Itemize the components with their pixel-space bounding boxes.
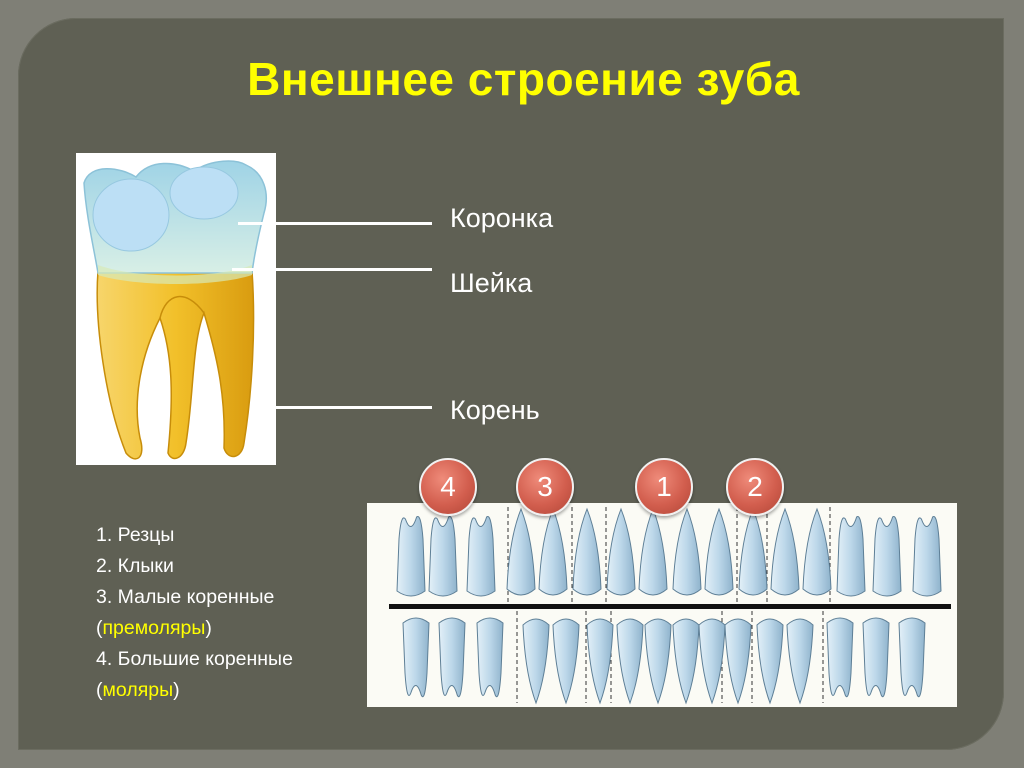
label-root: Корень	[450, 395, 540, 425]
upper-tooth-2	[428, 515, 458, 597]
lower-tooth-2	[438, 617, 466, 698]
badge-molars: 4	[419, 458, 477, 516]
slide-title: Внешнее строение зуба	[247, 53, 800, 105]
lower-tooth-13	[786, 618, 814, 705]
list-item-incisors: 1. Резцы	[96, 524, 175, 546]
badge-premolars: 3	[516, 458, 574, 516]
pointer-root	[258, 406, 432, 409]
teeth-rows-drawing	[389, 507, 951, 705]
pointer-neck	[232, 268, 432, 271]
lower-tooth-4	[522, 618, 550, 705]
upper-tooth-4	[506, 507, 536, 596]
lower-tooth-10	[698, 618, 726, 705]
lower-tooth-16	[898, 617, 926, 698]
lower-tooth-9	[672, 618, 700, 705]
lower-tooth-15	[862, 617, 890, 698]
upper-tooth-16	[912, 515, 942, 597]
upper-tooth-13	[802, 507, 832, 596]
badge-canines: 2	[726, 458, 784, 516]
label-crown: Коронка	[450, 203, 554, 233]
upper-tooth-15	[872, 515, 902, 597]
upper-tooth-8	[638, 507, 668, 596]
lower-tooth-3	[476, 617, 504, 698]
upper-tooth-12	[770, 507, 800, 596]
lower-tooth-1	[402, 617, 430, 698]
lower-tooth-6	[586, 618, 614, 705]
list-item-premolars: 3. Малые коренные	[96, 586, 275, 608]
list-item-canines: 2. Клыки	[96, 555, 174, 577]
highlight-premolars: премоляры	[102, 617, 206, 639]
upper-tooth-6	[572, 507, 602, 596]
lower-tooth-12	[756, 618, 784, 705]
upper-tooth-11	[738, 507, 768, 596]
lower-tooth-7	[616, 618, 644, 705]
upper-tooth-1	[396, 515, 426, 597]
badge-incisors: 1	[635, 458, 693, 516]
highlight-molars: моляры	[102, 679, 174, 701]
upper-tooth-5	[538, 507, 568, 596]
upper-teeth-row	[396, 507, 942, 597]
lower-teeth-row	[402, 617, 926, 705]
list-item-premolars-term: (премоляры)	[96, 617, 212, 639]
lower-tooth-14	[826, 617, 854, 698]
dentition-illustration	[367, 503, 957, 707]
upper-tooth-3	[466, 515, 496, 597]
upper-tooth-7	[606, 507, 636, 596]
lower-tooth-11	[724, 618, 752, 705]
tooth-types-list: 1. Резцы 2. Клыки 3. Малые коренные (пре…	[96, 520, 293, 706]
molar-tooth-illustration	[76, 153, 276, 465]
upper-tooth-9	[672, 507, 702, 596]
upper-tooth-14	[836, 515, 866, 597]
lower-tooth-8	[644, 618, 672, 705]
list-item-molars: 4. Большие коренные	[96, 648, 293, 670]
label-neck: Шейка	[450, 268, 533, 298]
upper-tooth-10	[704, 507, 734, 596]
list-item-molars-term: (моляры)	[96, 679, 180, 701]
lower-tooth-5	[552, 618, 580, 705]
pointer-crown	[238, 222, 432, 225]
